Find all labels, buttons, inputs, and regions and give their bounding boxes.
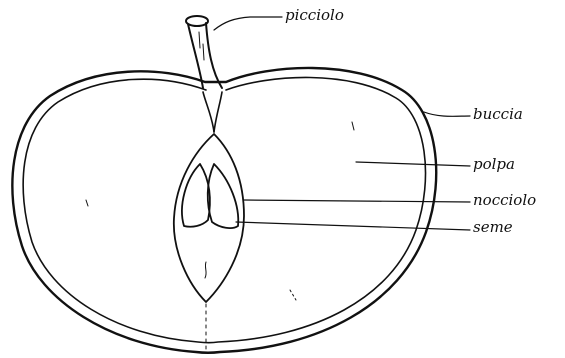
label-flesh: polpa	[473, 157, 515, 172]
leader-polpa	[356, 162, 470, 166]
core-vascular-left	[203, 92, 214, 132]
seed-right	[208, 164, 239, 228]
leader-picciolo	[214, 17, 282, 30]
stem-texture	[199, 32, 204, 60]
leader-nocciolo	[244, 200, 470, 202]
core-squiggle	[205, 262, 206, 278]
leader-buccia	[424, 112, 470, 116]
flesh-speck-2	[86, 200, 88, 206]
label-seed: seme	[473, 220, 513, 235]
apple-skin-outer	[12, 68, 436, 353]
stem-right-edge	[206, 23, 222, 88]
label-core: nocciolo	[473, 193, 536, 208]
flesh-speck-3	[290, 290, 296, 300]
core-vascular-right	[214, 92, 222, 132]
stem-top	[186, 16, 208, 26]
flesh-speck-1	[352, 122, 354, 130]
leader-seme	[236, 222, 470, 230]
label-skin: buccia	[473, 107, 523, 122]
apple-skin-inner	[23, 77, 425, 342]
label-stem: picciolo	[285, 8, 344, 23]
